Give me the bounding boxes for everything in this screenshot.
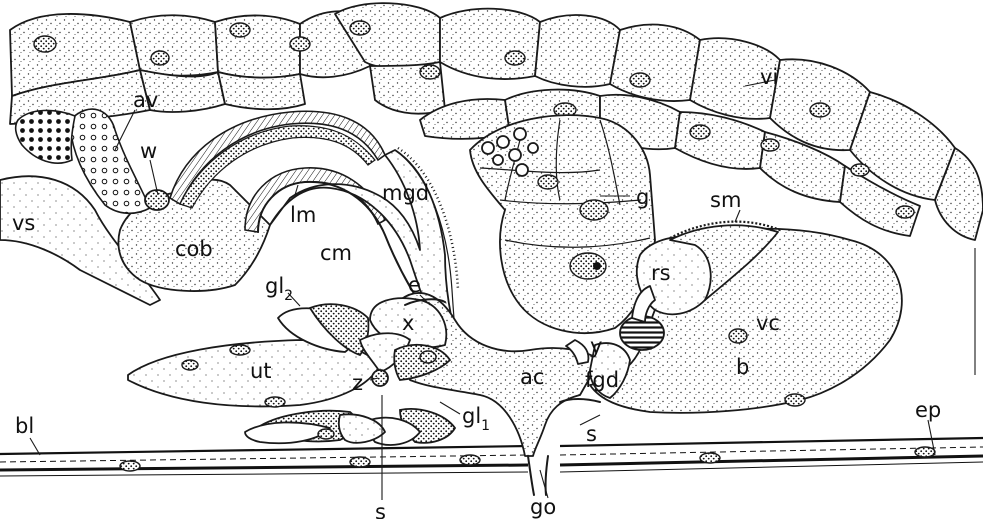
label-go: go: [530, 495, 556, 519]
label-w: w: [140, 139, 157, 163]
label-lm: lm: [290, 203, 316, 227]
label-s-right: s: [586, 422, 597, 446]
label-e: e: [408, 273, 421, 297]
label-vc: vc: [756, 311, 780, 335]
label-cob: cob: [175, 237, 213, 261]
s-canal: [560, 399, 600, 402]
label-sm: sm: [710, 188, 741, 212]
label-gl1-sub: 1: [481, 418, 490, 434]
label-av: av: [133, 88, 158, 112]
label-g: g: [636, 185, 649, 209]
label-bl: bl: [15, 414, 34, 438]
label-gl2-sub: 2: [284, 288, 293, 304]
label-cm: cm: [320, 241, 352, 265]
label-fgd: fgd: [585, 368, 619, 392]
body-wall: [0, 438, 983, 476]
label-vi: vi: [760, 65, 778, 89]
label-x: x: [402, 311, 414, 335]
label-ut: ut: [250, 359, 272, 383]
label-z: z: [352, 371, 363, 395]
label-y: y: [590, 334, 602, 358]
label-ep: ep: [915, 398, 941, 422]
label-gl1-base: gl: [462, 404, 481, 428]
label-mgd: mgd: [382, 181, 429, 205]
label-gl2: gl2: [265, 274, 293, 304]
dark-granule-mass: [16, 110, 75, 163]
label-gl1: gl1: [462, 404, 490, 434]
label-rs: rs: [651, 261, 671, 285]
germarium: [470, 115, 655, 333]
label-s-bottom: s: [375, 500, 386, 519]
label-gl2-base: gl: [265, 274, 284, 298]
label-b: b: [736, 355, 749, 379]
label-vs: vs: [12, 211, 35, 235]
label-ac: ac: [520, 365, 544, 389]
